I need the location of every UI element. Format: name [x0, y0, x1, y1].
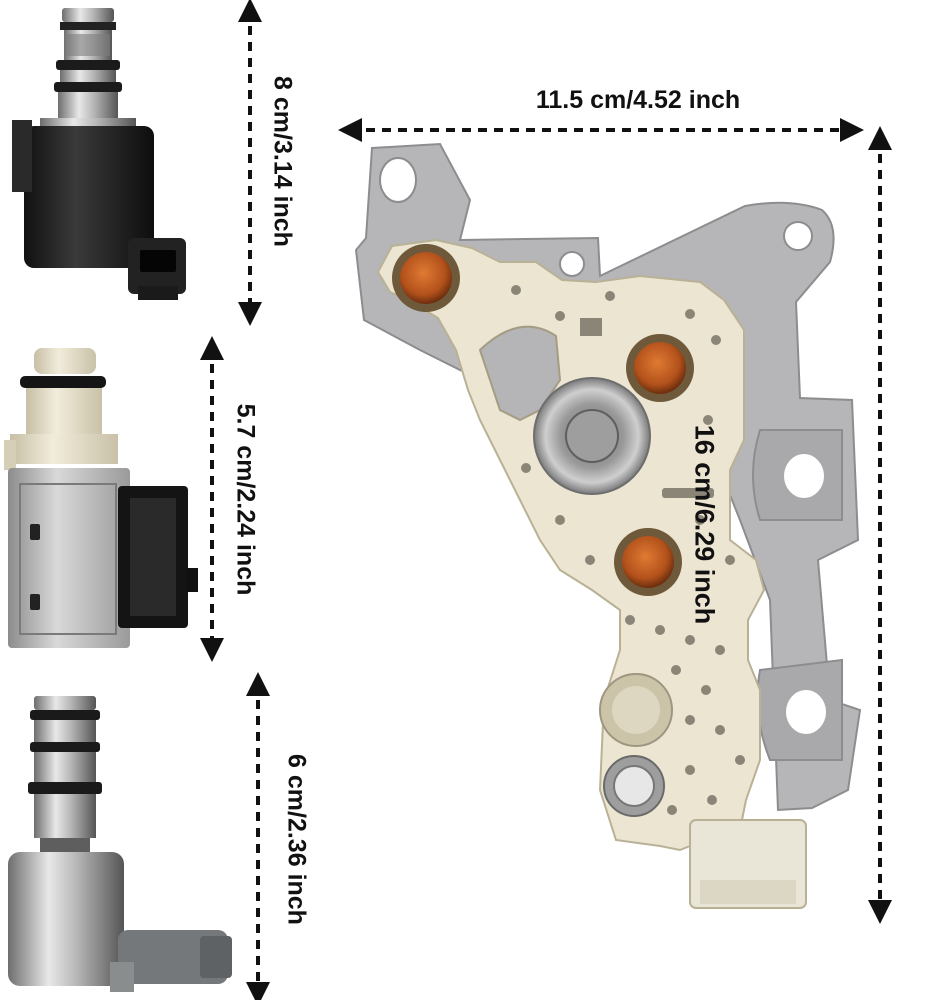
solenoid-1-dimension-label: 8 cm/3.14 inch — [268, 76, 297, 247]
solenoid-2 — [4, 348, 198, 648]
solenoid-1 — [12, 8, 186, 300]
height-dimension-label: 16 cm/6.29 inch — [689, 424, 720, 625]
plastic-body — [376, 238, 807, 909]
dimension-arrows — [200, 0, 892, 1005]
solenoid-2-dimension-label: 5.7 cm/2.24 inch — [231, 403, 260, 596]
solenoid-3-dimension-label: 6 cm/2.36 inch — [282, 754, 311, 925]
solenoid-3 — [8, 696, 232, 992]
width-dimension-label: 11.5 cm/4.52 inch — [535, 86, 741, 114]
